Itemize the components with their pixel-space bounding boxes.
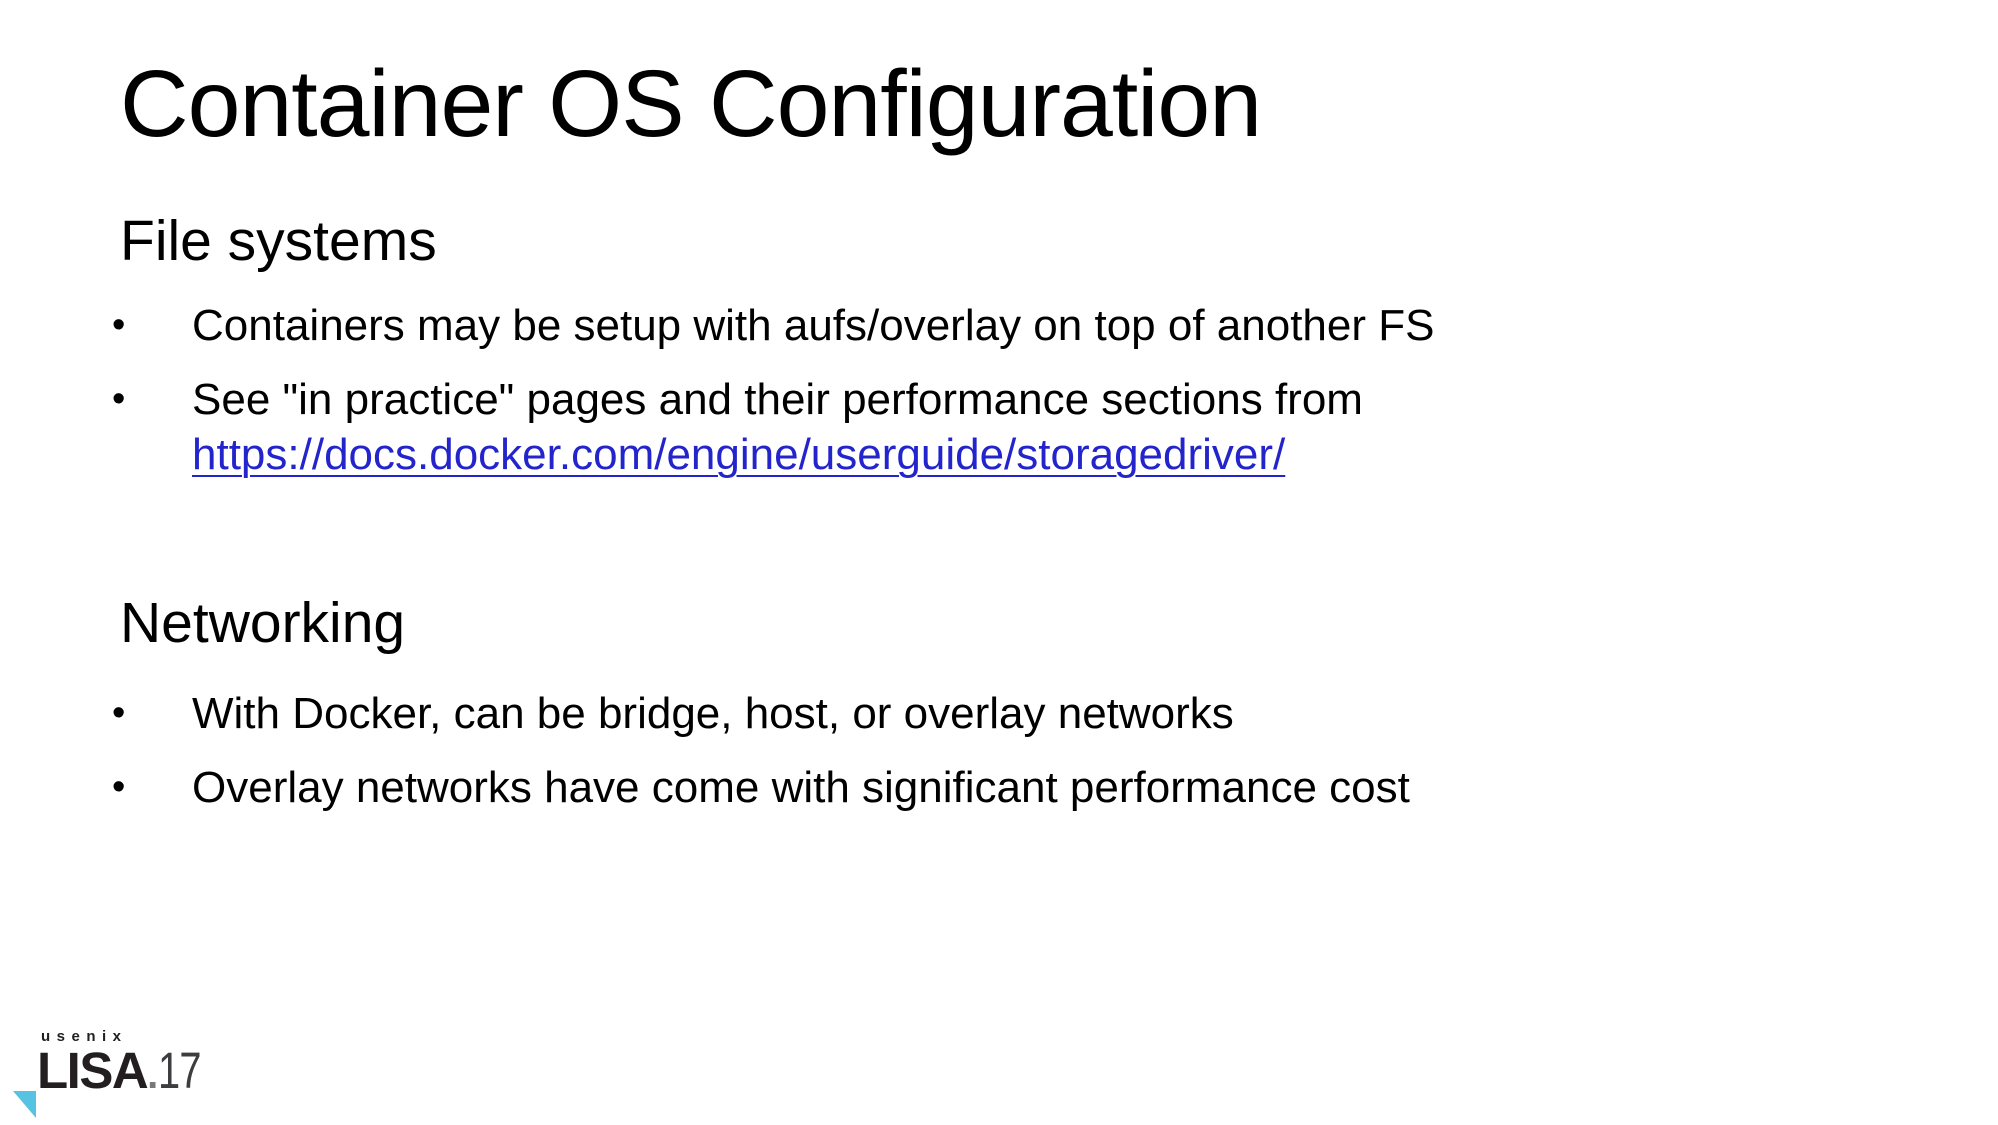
lisa-text: LISA (37, 1042, 149, 1099)
bullet-text: Containers may be setup with aufs/overla… (192, 301, 1435, 350)
bullet-text-line: See "in practice" pages and their perfor… (192, 375, 1363, 424)
file-systems-heading: File systems (120, 209, 437, 273)
list-item: • Overlay networks have come with signif… (110, 760, 1938, 815)
usenix-wordmark: usenix (41, 1028, 128, 1045)
bullet-icon: • (112, 766, 126, 808)
storagedriver-link[interactable]: https://docs.docker.com/engine/userguide… (192, 430, 1286, 479)
lisa-year-text: 17 (158, 1042, 201, 1099)
bullet-text: With Docker, can be bridge, host, or ove… (192, 689, 1234, 738)
list-item: • See "in practice" pages and their perf… (110, 372, 1938, 482)
bullet-icon: • (112, 692, 126, 734)
networking-heading: Networking (120, 591, 406, 655)
bullet-icon: • (112, 304, 126, 346)
list-item: • Containers may be setup with aufs/over… (110, 298, 1938, 353)
bullet-icon: • (112, 378, 126, 420)
networking-bullet-list: • With Docker, can be bridge, host, or o… (110, 686, 1938, 834)
list-item: • With Docker, can be bridge, host, or o… (110, 686, 1938, 741)
file-systems-bullet-list: • Containers may be setup with aufs/over… (110, 298, 1938, 501)
bullet-text: Overlay networks have come with signific… (192, 763, 1410, 812)
page-title: Container OS Configuration (120, 51, 1262, 157)
bullet-text: See "in practice" pages and their perfor… (192, 372, 1363, 482)
section-heading-networking: Networking (120, 592, 405, 655)
lisa17-wordmark: LISA.17 (37, 1042, 213, 1109)
lisa-dot: . (147, 1053, 159, 1097)
section-heading-file-systems: File systems (120, 210, 437, 273)
usenix-lisa17-logo: usenix LISA.17 (13, 1026, 253, 1122)
logo-triangle-icon (13, 1091, 36, 1118)
